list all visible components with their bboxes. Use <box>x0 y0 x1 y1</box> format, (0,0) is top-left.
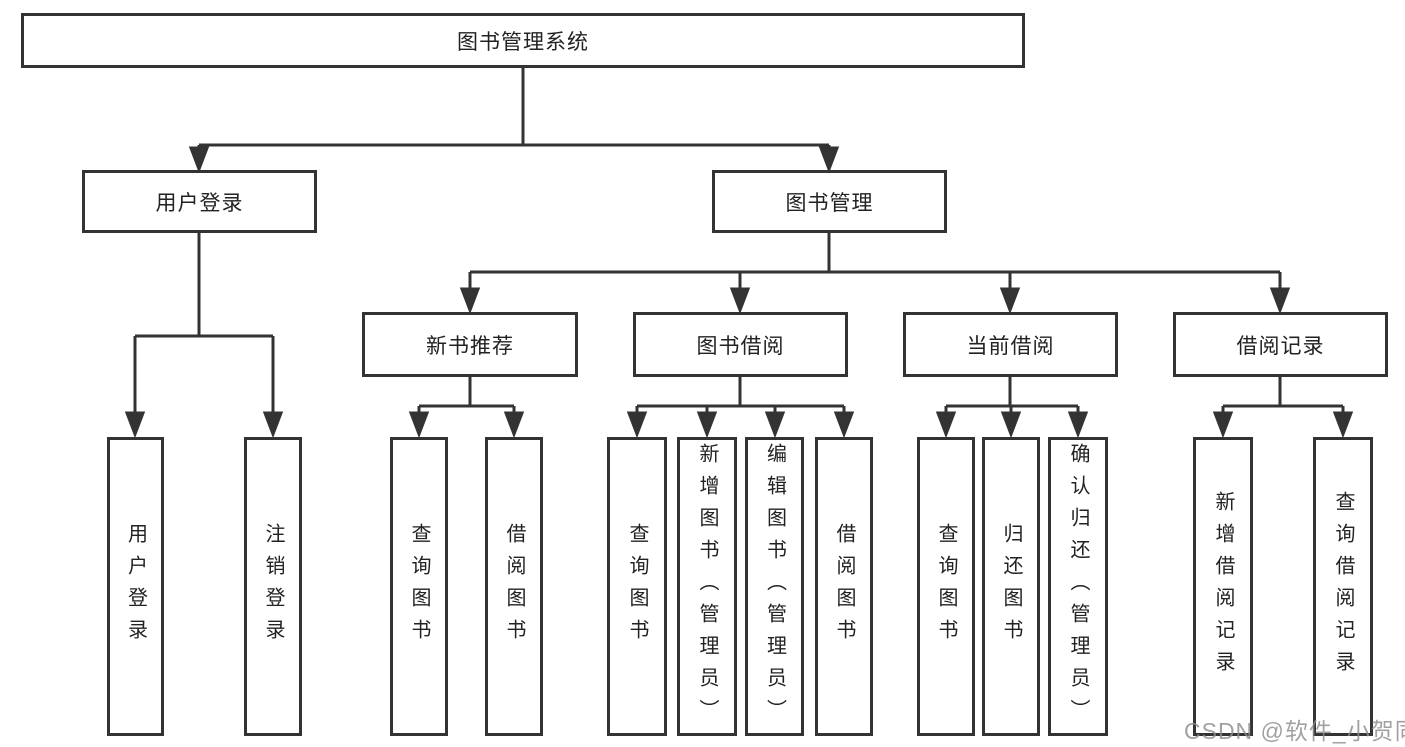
leaf-records-add-record: 新增借阅记录 <box>1193 437 1253 736</box>
leaf-user-login: 用户登录 <box>107 437 164 736</box>
leaf-current-query-books: 查询图书 <box>917 437 975 736</box>
node-current-borrow: 当前借阅 <box>903 312 1118 377</box>
arrow-icon <box>626 406 648 439</box>
arrow-icon <box>935 406 957 439</box>
arrow-icon <box>764 406 786 439</box>
arrow-icon <box>188 145 210 174</box>
node-book-management: 图书管理 <box>712 170 947 233</box>
arrow-icon <box>503 406 525 439</box>
leaf-logout-login: 注销登录 <box>244 437 302 736</box>
leaf-borrow-query-books: 查询图书 <box>607 437 667 736</box>
arrow-icon <box>408 406 430 439</box>
node-user-login: 用户登录 <box>82 170 317 233</box>
watermark: CSDN @软件_小贺同学 <box>1184 718 1405 744</box>
connector-user-login <box>135 232 273 338</box>
arrow-icon <box>1212 406 1234 439</box>
connector-current-borrow <box>946 377 1078 408</box>
connector-book-borrow <box>637 377 844 408</box>
arrow-icon <box>262 336 284 439</box>
arrow-icon <box>459 272 481 315</box>
leaf-borrow-edit-books-admin: 编辑图书（管理员） <box>745 437 804 736</box>
node-new-book-recommend: 新书推荐 <box>362 312 578 377</box>
arrow-icon <box>1332 406 1354 439</box>
arrow-icon <box>833 406 855 439</box>
node-borrow-records: 借阅记录 <box>1173 312 1388 377</box>
leaf-borrow-add-books-admin: 新增图书（管理员） <box>677 437 737 736</box>
arrow-icon <box>818 145 840 174</box>
node-book-borrow: 图书借阅 <box>633 312 848 377</box>
arrow-icon <box>124 336 146 439</box>
node-library-system: 图书管理系统 <box>21 13 1025 68</box>
leaf-newbook-borrow-books: 借阅图书 <box>485 437 543 736</box>
leaf-current-return-books: 归还图书 <box>982 437 1040 736</box>
connector-new-book <box>419 377 514 408</box>
leaf-newbook-query-books: 查询图书 <box>390 437 448 736</box>
connector-root <box>199 68 829 147</box>
leaf-borrow-borrow-books: 借阅图书 <box>815 437 873 736</box>
leaf-current-confirm-return-admin: 确认归还（管理员） <box>1048 437 1108 736</box>
leaf-records-query-record: 查询借阅记录 <box>1313 437 1373 736</box>
arrow-icon <box>729 272 751 315</box>
arrow-icon <box>999 272 1021 315</box>
connector-book-management <box>470 232 1280 274</box>
arrow-icon <box>1000 406 1022 439</box>
connector-borrow-records <box>1223 377 1343 408</box>
arrow-icon <box>1269 272 1291 315</box>
arrow-icon <box>696 406 718 439</box>
arrow-icon <box>1067 406 1089 439</box>
